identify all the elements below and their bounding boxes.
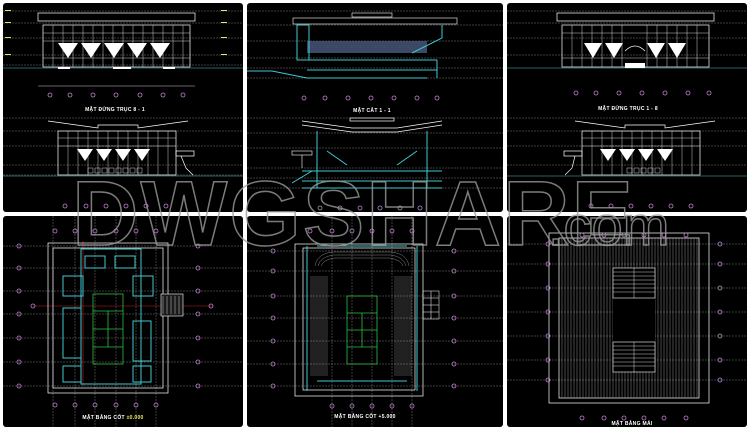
drawing-caption: MẶT BẰNG MÁI <box>611 421 653 427</box>
drawing-caption: MẶT ĐỨNG TRỤC 1 - 8 <box>598 106 658 112</box>
roof-plan-drawing <box>507 232 747 421</box>
level-value: ±0.000 <box>126 415 144 421</box>
panel-plan-5000: MẶT BẰNG CỐT +5.000 <box>247 216 503 427</box>
floor-plan-drawing <box>247 216 503 427</box>
panel-section-1-1: MẶT CẮT 1 - 1 <box>247 3 503 212</box>
floor-plan-drawing <box>3 216 243 427</box>
drawing-caption: MẶT ĐỨNG TRỤC 8 - 1 <box>85 107 145 113</box>
panel-plan-0000: MẶT BẰNG CỐT ±0.000 <box>3 216 243 427</box>
panel-elevation-8-1: MẶT ĐỨNG TRỤC 8 - 1 <box>3 3 243 212</box>
elevation-drawing <box>3 10 243 209</box>
section-drawing <box>247 10 503 211</box>
elevation-drawing <box>507 10 747 209</box>
drawing-caption: MẶT BẰNG CỐT ±0.000 <box>82 415 144 421</box>
drawing-caption: MẶT BẰNG CỐT +5.000 <box>334 414 396 420</box>
panel-elevation-1-8: MẶT ĐỨNG TRỤC 1 - 8 <box>507 3 747 212</box>
panel-roof-plan: MẶT BẰNG MÁI <box>507 216 747 427</box>
drawing-caption: MẶT CẮT 1 - 1 <box>353 108 391 114</box>
